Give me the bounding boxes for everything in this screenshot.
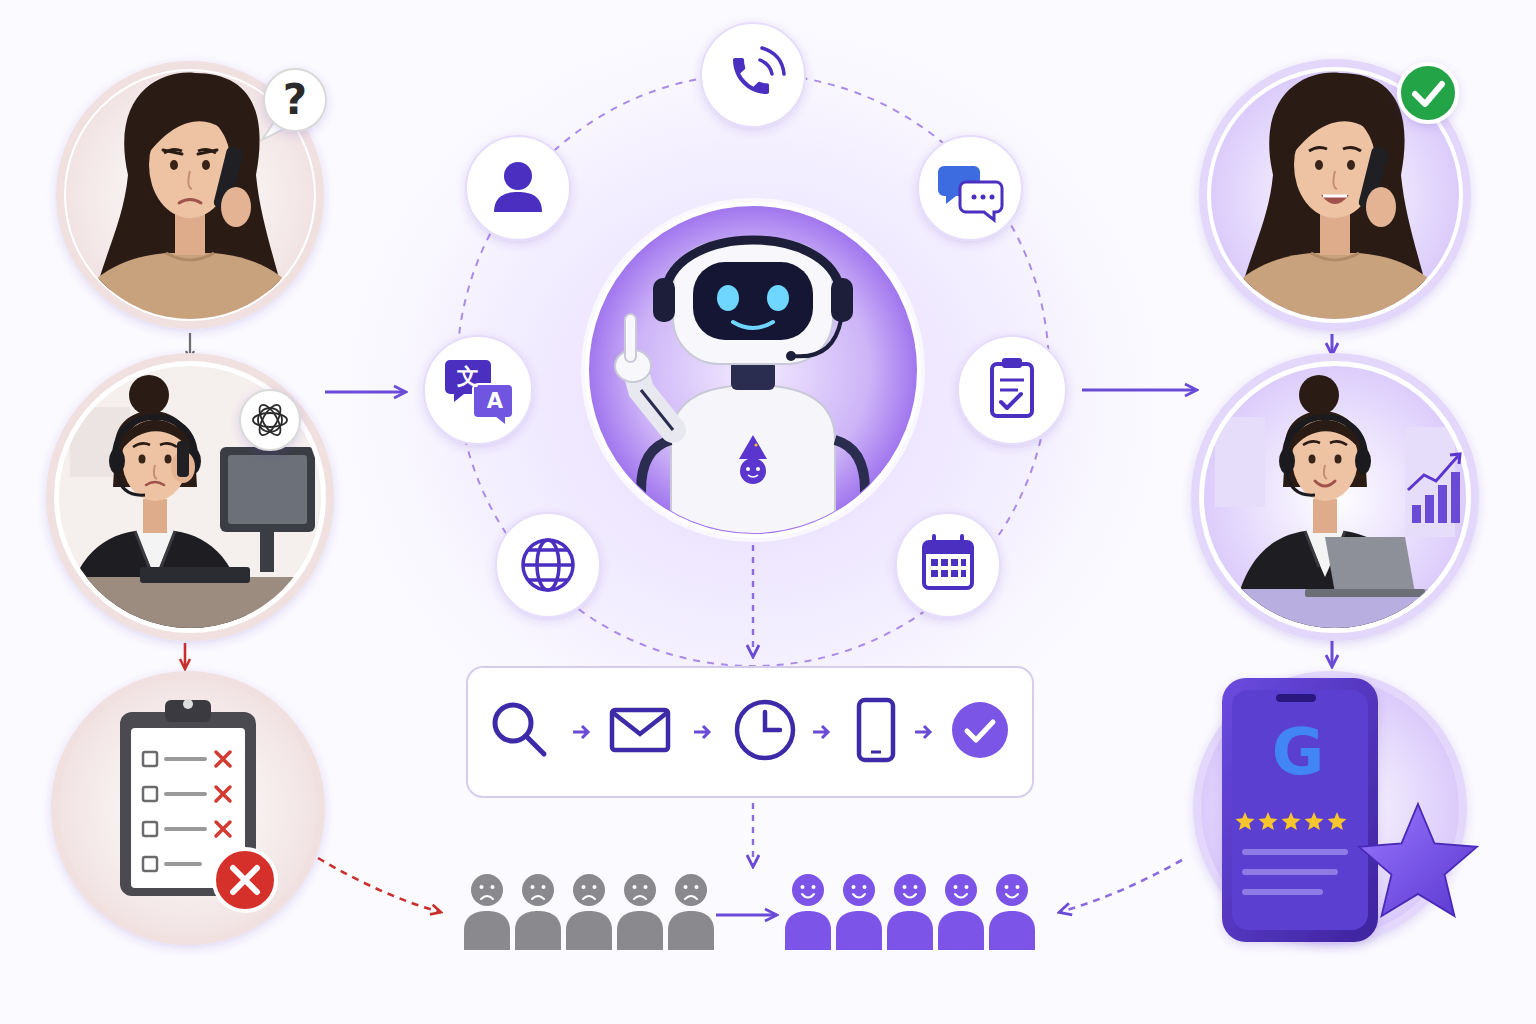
contact-icon xyxy=(466,136,570,240)
happy-caller xyxy=(1203,63,1467,335)
flow-arrows xyxy=(185,333,1332,915)
question-mark: ? xyxy=(283,79,307,121)
calendar-icon xyxy=(896,513,1000,617)
translate-icon xyxy=(424,336,532,444)
translate-glyph: A xyxy=(487,391,503,412)
question-bubble xyxy=(262,69,326,140)
success-check xyxy=(1399,64,1457,122)
process-strip xyxy=(467,667,1033,797)
google-logo-letter: G xyxy=(1272,720,1325,784)
ai-robot xyxy=(581,198,925,550)
globe-icon xyxy=(496,513,600,617)
tangled-thought xyxy=(240,390,300,450)
productive-agent xyxy=(1195,357,1475,647)
checklist-icon xyxy=(958,336,1066,444)
chat-icon xyxy=(918,136,1022,240)
unhappy-customers xyxy=(464,874,714,950)
failed-checklist xyxy=(55,675,321,941)
translate-glyph: 文 xyxy=(457,366,479,388)
phone-icon xyxy=(701,23,805,127)
review-phone xyxy=(1197,675,1477,942)
stressed-agent xyxy=(50,357,330,647)
orbit-ring xyxy=(457,74,1049,666)
center-glow xyxy=(283,0,1223,830)
growth-chart xyxy=(1408,454,1460,523)
happy-customers xyxy=(785,874,1035,950)
